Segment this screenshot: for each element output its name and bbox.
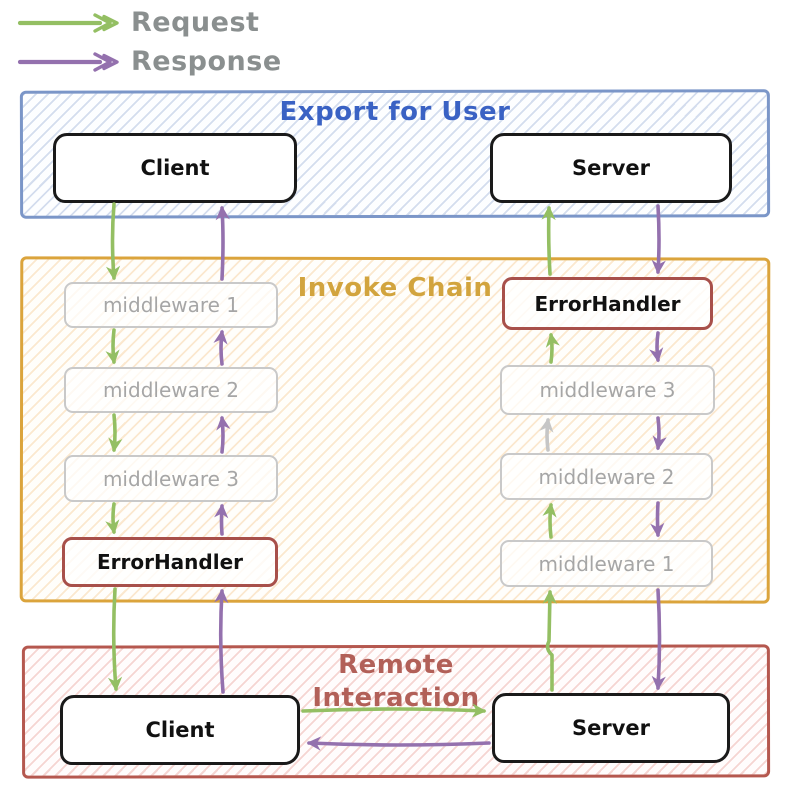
left-middleware-2-node: middleware 2 bbox=[64, 367, 278, 413]
export-client-node: Client bbox=[53, 133, 297, 203]
right-middleware-1-node: middleware 1 bbox=[500, 540, 713, 587]
left-middleware-3-node: middleware 3 bbox=[64, 455, 278, 502]
right-error-handler-node: ErrorHandler bbox=[502, 277, 713, 330]
legend-response-label: Response bbox=[131, 46, 282, 77]
right-middleware-2-node: middleware 2 bbox=[500, 453, 713, 500]
export-server-node: Server bbox=[490, 133, 732, 203]
legend-request-label: Request bbox=[131, 7, 260, 38]
left-error-handler-node: ErrorHandler bbox=[62, 537, 278, 587]
legend-request-arrow-icon bbox=[17, 13, 119, 33]
remote-server-node: Server bbox=[492, 693, 730, 763]
left-middleware-1-node: middleware 1 bbox=[64, 282, 278, 328]
right-middleware-3-node: middleware 3 bbox=[500, 365, 715, 415]
remote-client-node: Client bbox=[60, 695, 300, 765]
legend-response-arrow-icon bbox=[17, 52, 119, 72]
